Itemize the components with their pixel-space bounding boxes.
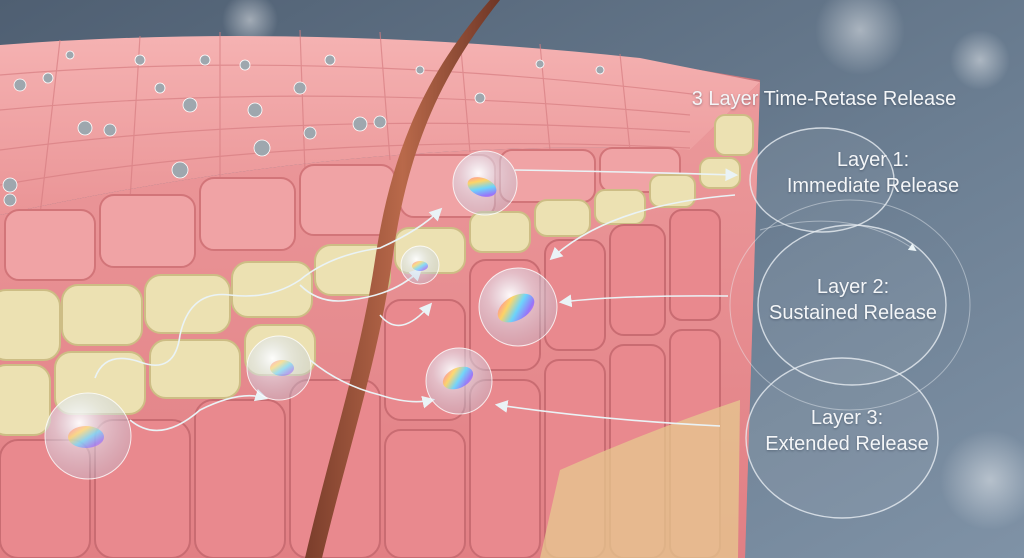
microcapsules bbox=[44, 150, 558, 480]
microcapsule bbox=[246, 335, 312, 401]
diagram-title: 3 Layer Time-Retase Release bbox=[691, 88, 957, 110]
layer-2-circle bbox=[757, 224, 947, 386]
microcapsule bbox=[425, 347, 493, 415]
layer-1-description: Immediate Release bbox=[786, 175, 960, 197]
release-pathway-arrows bbox=[94, 168, 739, 432]
layer-2-description: Sustained Release bbox=[769, 302, 937, 324]
microcapsule bbox=[44, 392, 132, 480]
layer-1-label: Layer 1: Immediate Release bbox=[758, 147, 988, 199]
bokeh-light bbox=[815, 0, 905, 75]
layer-2-heading: Layer 2: bbox=[816, 276, 890, 298]
layer-2-label: Layer 2: Sustained Release bbox=[748, 274, 958, 326]
bokeh-light bbox=[940, 430, 1024, 530]
microcapsule bbox=[478, 267, 558, 347]
bokeh-light bbox=[222, 0, 278, 48]
layer-3-label: Layer 3: Extended Release bbox=[740, 405, 954, 457]
layer-circles bbox=[745, 127, 947, 519]
layer-3-description: Extended Release bbox=[765, 433, 929, 455]
bokeh-light bbox=[950, 30, 1010, 90]
surface-granules bbox=[2, 50, 605, 207]
microcapsule bbox=[400, 245, 440, 285]
microcapsule bbox=[452, 150, 518, 216]
hair-strand bbox=[305, 0, 500, 558]
layer-3-heading: Layer 3: bbox=[810, 407, 884, 429]
epidermis-cells bbox=[4, 147, 681, 281]
layer-1-heading: Layer 1: bbox=[836, 149, 910, 171]
deep-fat-strip bbox=[540, 400, 740, 558]
layer-1-circle bbox=[749, 127, 895, 233]
layer-3-circle bbox=[745, 357, 939, 519]
